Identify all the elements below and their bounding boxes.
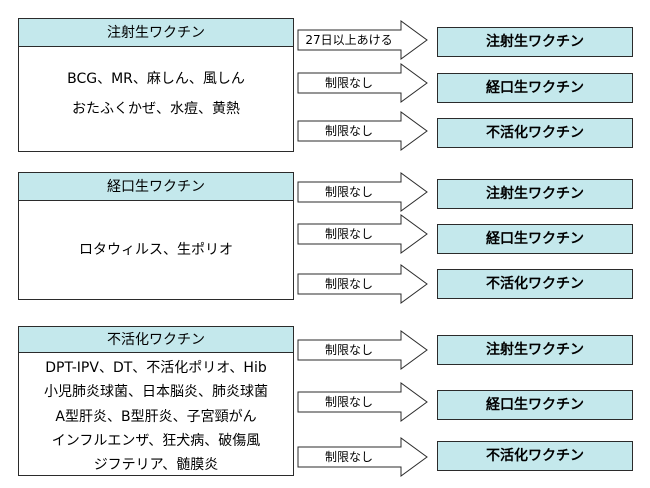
target-vaccine-box: 注射生ワクチン <box>437 27 633 57</box>
group-title: 経口生ワクチン <box>18 172 294 201</box>
interval-arrow: 制限なし <box>297 382 429 422</box>
interval-arrow: 制限なし <box>297 330 429 370</box>
group-injectable-live: 注射生ワクチン BCG、MR、麻しん、風しん おたふくかぜ、水痘、黄熱 <box>18 18 294 152</box>
interval-arrow: 制限なし <box>297 172 429 212</box>
vaccine-list-line: ジフテリア、髄膜炎 <box>93 457 219 473</box>
arrow-label: 制限なし <box>324 277 373 291</box>
group-oral-live: 経口生ワクチン ロタウィルス、生ポリオ <box>18 172 294 300</box>
arrow-label: 27日以上あける <box>305 33 393 47</box>
target-vaccine-box: 経口生ワクチン <box>437 224 633 254</box>
interval-arrow: 制限なし <box>297 63 429 103</box>
arrow-label: 制限なし <box>324 395 373 409</box>
arrow-label: 制限なし <box>324 76 373 90</box>
target-vaccine-box: 不活化ワクチン <box>437 118 633 148</box>
vaccine-list-line: BCG、MR、麻しん、風しん <box>67 71 245 87</box>
arrow-right-icon <box>297 437 428 477</box>
arrow-label: 制限なし <box>324 124 373 138</box>
arrow-label: 制限なし <box>324 450 373 464</box>
arrow-right-icon <box>297 214 428 254</box>
vaccine-list-line: インフルエンザ、狂犬病、破傷風 <box>51 433 261 449</box>
vaccine-list-line: 小児肺炎球菌、日本脳炎、肺炎球菌 <box>44 384 268 400</box>
vaccine-list-line: DPT-IPV、DT、不活化ポリオ、Hib <box>45 360 267 376</box>
arrow-right-icon <box>297 330 428 370</box>
vaccine-list-line: おたふくかぜ、水痘、黄熱 <box>72 101 240 117</box>
arrow-label: 制限なし <box>324 343 373 357</box>
target-vaccine-box: 注射生ワクチン <box>437 335 633 365</box>
target-vaccine-box: 不活化ワクチン <box>437 269 633 299</box>
arrow-right-icon <box>297 172 428 212</box>
group-title: 注射生ワクチン <box>18 18 294 47</box>
target-vaccine-box: 注射生ワクチン <box>437 179 633 209</box>
group-inactivated: 不活化ワクチン DPT-IPV、DT、不活化ポリオ、Hib 小児肺炎球菌、日本脳… <box>18 326 294 476</box>
arrow-right-icon <box>297 382 428 422</box>
interval-arrow: 制限なし <box>297 214 429 254</box>
arrow-label: 制限なし <box>324 185 373 199</box>
arrow-label: 制限なし <box>324 227 373 241</box>
arrow-right-icon <box>297 63 428 103</box>
target-vaccine-box: 経口生ワクチン <box>437 390 633 420</box>
target-vaccine-box: 経口生ワクチン <box>437 73 633 103</box>
interval-arrow: 制限なし <box>297 111 429 151</box>
vaccine-list-line: A型肝炎、B型肝炎、子宮頸がん <box>55 409 257 425</box>
arrow-right-icon <box>297 111 428 151</box>
interval-arrow: 27日以上あける <box>297 20 429 60</box>
vaccine-list-line: ロタウィルス、生ポリオ <box>79 242 233 258</box>
group-title: 不活化ワクチン <box>18 326 294 353</box>
interval-arrow: 制限なし <box>297 437 429 477</box>
interval-arrow: 制限なし <box>297 264 429 304</box>
arrow-right-icon <box>297 20 428 60</box>
arrow-right-icon <box>297 264 428 304</box>
target-vaccine-box: 不活化ワクチン <box>437 441 633 471</box>
